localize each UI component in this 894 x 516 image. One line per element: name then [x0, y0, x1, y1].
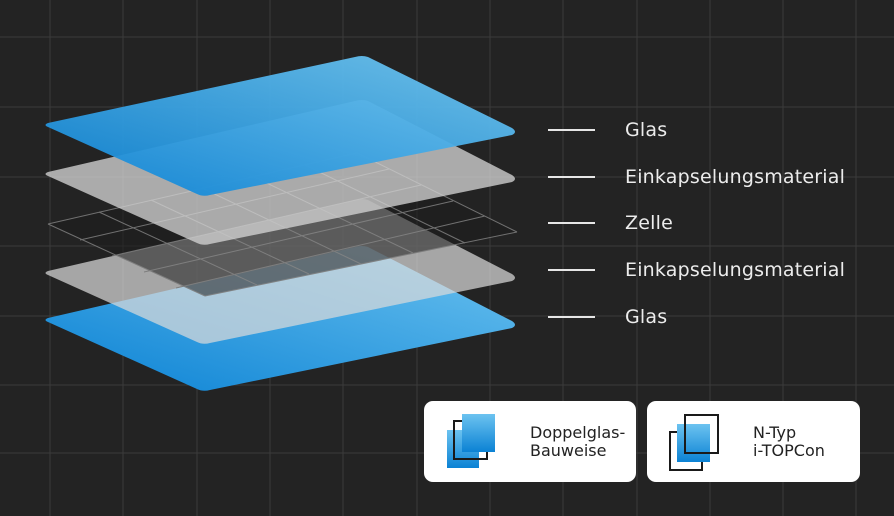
- feature-card-n-type: N-Typ i-TOPCon: [647, 401, 860, 482]
- label-encapsulant-upper: Einkapselungsmaterial: [548, 165, 845, 189]
- feature-card-double-glass: Doppelglas- Bauweise: [424, 401, 636, 482]
- label-glass-bottom: Glas: [548, 305, 667, 329]
- label-text: Glas: [625, 119, 668, 141]
- n-type-cell-icon: [669, 412, 725, 472]
- label-text: Einkapselungsmaterial: [625, 166, 846, 188]
- label-text: Zelle: [625, 212, 673, 234]
- leader-line: [548, 129, 595, 131]
- label-encapsulant-lower: Einkapselungsmaterial: [548, 258, 845, 282]
- layer-glass-top: [45, 56, 515, 196]
- label-text: Einkapselungsmaterial: [625, 259, 846, 281]
- feature-label: N-Typ i-TOPCon: [753, 422, 825, 460]
- double-glass-icon: [446, 412, 502, 472]
- label-glass-top: Glas: [548, 118, 667, 142]
- leader-line: [548, 222, 595, 224]
- label-cell: Zelle: [548, 211, 673, 235]
- leader-line: [548, 176, 595, 178]
- feature-label: Doppelglas- Bauweise: [530, 422, 626, 460]
- leader-line: [548, 316, 595, 318]
- label-text: Glas: [625, 306, 668, 328]
- leader-line: [548, 269, 595, 271]
